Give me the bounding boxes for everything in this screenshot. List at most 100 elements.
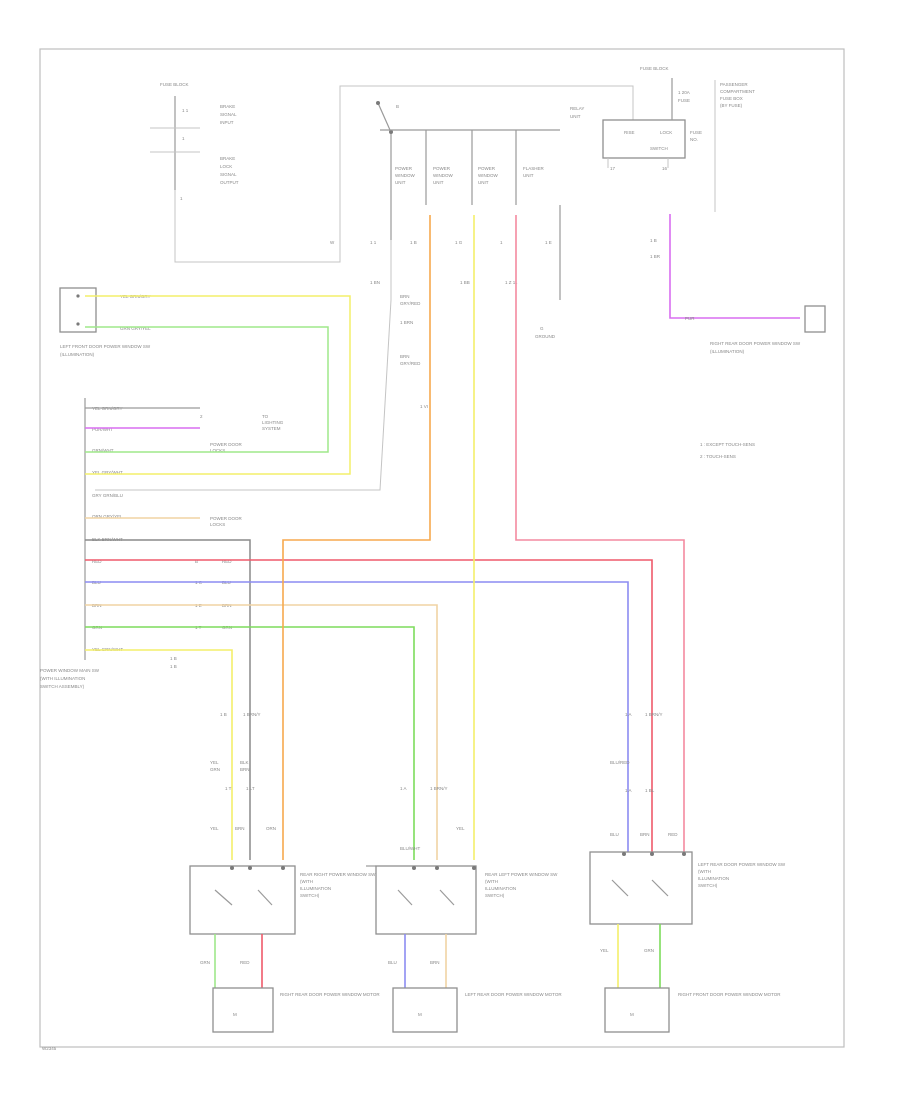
svg-text:UNIT: UNIT — [570, 114, 581, 119]
svg-text:OUTPUT: OUTPUT — [220, 180, 239, 185]
svg-text:POWER DOOR: POWER DOOR — [210, 516, 243, 521]
svg-text:GRN: GRN — [200, 960, 210, 965]
fuse-feed-left: FUSE BLOCK 1 1 1 BRAKE SIGNAL INPUT BRAK… — [150, 82, 341, 263]
svg-text:1 B: 1 B — [410, 240, 417, 245]
left-front-switch: LEFT FRONT DOOR POWER WINDOW SW (ILLUMIN… — [59, 287, 151, 357]
svg-text:COMPARTMENT: COMPARTMENT — [720, 89, 755, 94]
legend: 1 : EXCEPT TOUCH-SENS 2 : TOUCH-SENS — [700, 442, 755, 459]
svg-text:1 G: 1 G — [455, 240, 463, 245]
svg-text:(WITH: (WITH — [300, 879, 313, 884]
svg-text:(BY FUSE): (BY FUSE) — [720, 103, 743, 108]
svg-text:BLU/WHT: BLU/WHT — [400, 846, 421, 851]
master-switch-connector: POWER WINDOW MAIN SW (WITH ILLUMINATION … — [40, 398, 284, 689]
svg-text:UNIT: UNIT — [478, 180, 489, 185]
svg-text:(WITH: (WITH — [698, 869, 711, 874]
svg-text:GRY/RED: GRY/RED — [400, 361, 421, 366]
svg-text:LIGHTING: LIGHTING — [262, 420, 284, 425]
svg-text:ILLUMINATION: ILLUMINATION — [485, 886, 516, 891]
wire-pink-relay — [515, 215, 685, 860]
relay-area: B POWER WINDOW UNIT POWER WINDOW UNIT PO… — [339, 66, 755, 240]
svg-text:(WITH ILLUMINATION: (WITH ILLUMINATION — [40, 676, 85, 681]
rr-switch-label: REAR RIGHT POWER WINDOW SW — [300, 872, 376, 877]
svg-text:GRY/RED: GRY/RED — [400, 301, 421, 306]
svg-text:1 A: 1 A — [625, 788, 632, 793]
svg-text:BRN: BRN — [400, 294, 410, 299]
svg-text:SIGNAL: SIGNAL — [220, 172, 237, 177]
svg-text:PASSENGER: PASSENGER — [720, 82, 748, 87]
svg-text:1 A: 1 A — [625, 712, 632, 717]
svg-text:LOCKS: LOCKS — [210, 448, 225, 453]
svg-text:1 BB: 1 BB — [460, 280, 470, 285]
svg-text:UNIT: UNIT — [395, 180, 406, 185]
rf-switch-label: LEFT REAR DOOR POWER WINDOW SW — [698, 862, 786, 867]
svg-text:1: 1 — [182, 136, 185, 141]
svg-text:BRAKE: BRAKE — [220, 104, 235, 109]
svg-text:BRN: BRN — [235, 826, 245, 831]
svg-text:SWITCH): SWITCH) — [485, 893, 505, 898]
svg-text:GRY GRN/BLU: GRY GRN/BLU — [92, 493, 123, 498]
wire-red-master — [85, 559, 653, 860]
right-rear-switch: 1 B 1 BRN/Y 1 T 1 LT YEL GRN BLK BRN YEL… — [189, 712, 380, 1033]
svg-text:BRN: BRN — [430, 960, 440, 965]
wire-yellow-top — [85, 295, 351, 475]
svg-text:YEL: YEL — [456, 826, 465, 831]
svg-text:(ILLUMINATION): (ILLUMINATION) — [710, 349, 745, 354]
svg-text:GRN/WHT: GRN/WHT — [92, 448, 114, 453]
svg-text:M: M — [630, 1012, 634, 1017]
svg-text:POWER DOOR: POWER DOOR — [210, 442, 243, 447]
svg-text:WINDOW: WINDOW — [395, 173, 415, 178]
svg-text:POWER: POWER — [395, 166, 413, 171]
svg-text:1: 1 — [180, 196, 183, 201]
svg-text:BRAKE: BRAKE — [220, 156, 235, 161]
svg-text:(WITH: (WITH — [485, 879, 498, 884]
right-front-switch: 1 A 1 BRN/Y BLU/RED 1 A 1 BL BLU BRN RED… — [589, 712, 786, 1033]
svg-text:1 B: 1 B — [170, 656, 177, 661]
svg-text:1 1: 1 1 — [182, 108, 189, 113]
svg-text:RED: RED — [668, 832, 678, 837]
svg-text:M: M — [418, 1012, 422, 1017]
svg-text:1 BL: 1 BL — [645, 788, 655, 793]
svg-text:SWITCH ASSEMBLY): SWITCH ASSEMBLY) — [40, 684, 85, 689]
svg-text:BRN: BRN — [240, 767, 250, 772]
right-rear-door-connector: PUR RIGHT REAR DOOR POWER WINDOW SW (ILL… — [650, 238, 826, 354]
svg-text:ILLUMINATION: ILLUMINATION — [300, 886, 331, 891]
svg-text:FUSE BOX: FUSE BOX — [720, 96, 743, 101]
svg-text:G: G — [540, 326, 544, 331]
svg-text:BRN: BRN — [640, 832, 650, 837]
ground-label: GROUND — [535, 334, 556, 339]
svg-text:BLU: BLU — [388, 960, 397, 965]
svg-text:RED: RED — [240, 960, 250, 965]
wire-green-master — [85, 626, 415, 860]
rr-motor-label: RIGHT REAR DOOR POWER WINDOW MOTOR — [280, 992, 380, 997]
svg-text:(ILLUMINATION): (ILLUMINATION) — [60, 352, 95, 357]
svg-text:GRN: GRN — [644, 948, 654, 953]
svg-text:17: 17 — [610, 166, 616, 171]
svg-text:1 20A: 1 20A — [678, 90, 690, 95]
svg-text:INPUT: INPUT — [220, 120, 234, 125]
wire-orange — [282, 215, 431, 860]
svg-text:1 B: 1 B — [220, 712, 227, 717]
svg-text:1 B: 1 B — [650, 238, 657, 243]
svg-text:BLU/RED: BLU/RED — [610, 760, 630, 765]
fuse-block-right-label: FUSE BLOCK — [640, 66, 669, 71]
svg-text:RISE: RISE — [624, 130, 635, 135]
svg-text:TO: TO — [262, 414, 269, 419]
svg-text:1 LT: 1 LT — [246, 786, 255, 791]
diagram-code: W2345 — [42, 1046, 57, 1051]
svg-text:GRN: GRN — [210, 767, 220, 772]
svg-text:GRN GRY/YEL: GRN GRY/YEL — [120, 326, 151, 331]
svg-text:UNIT: UNIT — [433, 180, 444, 185]
svg-text:BLK: BLK — [240, 760, 249, 765]
svg-text:BLU: BLU — [610, 832, 619, 837]
svg-text:1 E: 1 E — [545, 240, 552, 245]
svg-text:YEL GRY/WHT: YEL GRY/WHT — [92, 470, 123, 475]
master-switch-label: POWER WINDOW MAIN SW — [40, 668, 100, 673]
svg-text:1 BRN: 1 BRN — [400, 320, 413, 325]
wire-blue-master — [85, 581, 629, 860]
left-rear-switch: 1 A 1 BRN/Y BLU/WHT YEL REAR LEFT POWER … — [366, 786, 562, 1033]
wire-yellow-bottom — [85, 649, 233, 860]
wire-black-rr — [85, 539, 251, 860]
svg-text:FUSE: FUSE — [690, 130, 702, 135]
svg-text:1 BR: 1 BR — [650, 254, 661, 259]
